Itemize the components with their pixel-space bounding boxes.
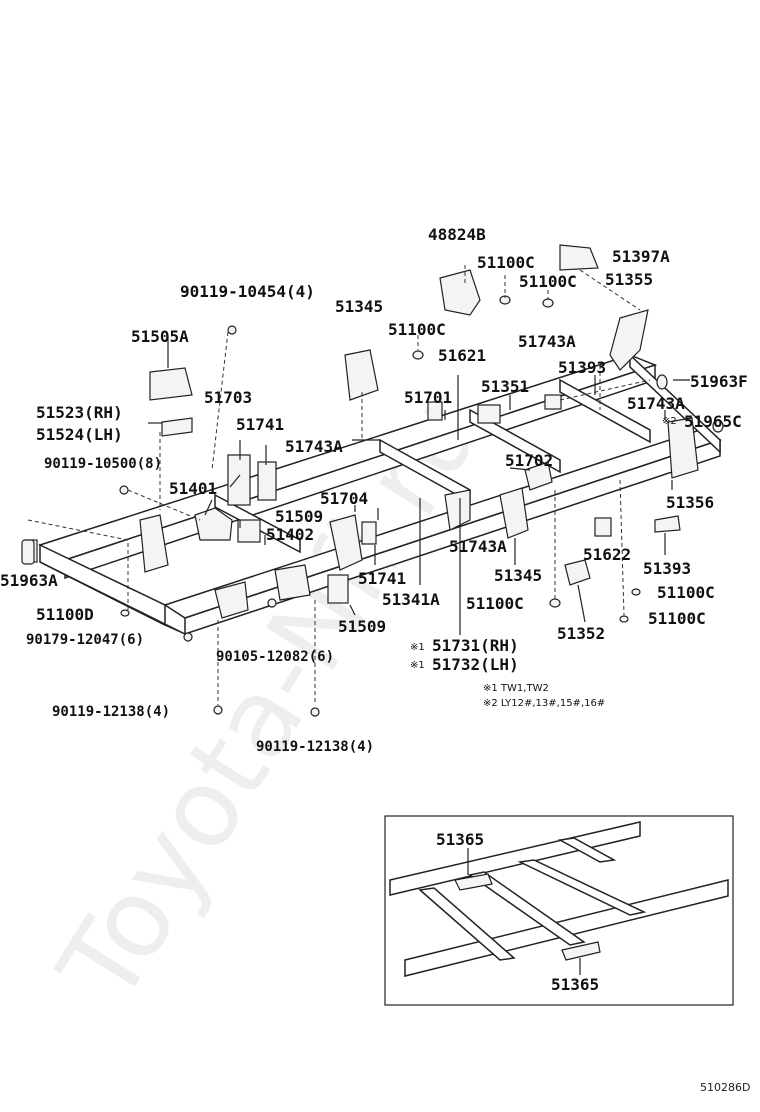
label-51356: 51356 xyxy=(666,493,714,512)
label-51100C-b: 51100C xyxy=(519,272,577,291)
label-51393-top: 51393 xyxy=(558,358,606,377)
label-48824B: 48824B xyxy=(428,225,486,244)
inset-detail: 51365 51365 xyxy=(384,815,734,1006)
label-51509-b: 51509 xyxy=(338,617,386,636)
label-51100C-a: 51100C xyxy=(477,253,535,272)
label-51963F: 51963F xyxy=(690,372,748,391)
label-51355: 51355 xyxy=(605,270,653,289)
label-90119-12138-a: 90119-12138(4) xyxy=(52,704,170,720)
frame-brackets xyxy=(21,244,724,717)
label-51345-top: 51345 xyxy=(335,297,383,316)
label-51402: 51402 xyxy=(266,525,314,544)
label-51509-a: 51509 xyxy=(275,507,323,526)
footnote-2: ※2 LY12#,13#,15#,16# xyxy=(483,698,605,709)
label-51365-b: 51365 xyxy=(551,975,599,994)
footnote-1: ※1 TW1,TW2 xyxy=(483,683,549,694)
label-90119-10500: 90119-10500(8) xyxy=(44,456,162,472)
label-90179-12047: 90179-12047(6) xyxy=(26,632,144,648)
label-51622: 51622 xyxy=(583,545,631,564)
label-51100C-c: 51100C xyxy=(388,320,446,339)
label-51524-lh: 51524(LH) xyxy=(36,425,123,444)
label-90119-10454: 90119-10454(4) xyxy=(180,282,315,301)
label-51397A: 51397A xyxy=(612,247,670,266)
label-51703: 51703 xyxy=(204,388,252,407)
leader-lines xyxy=(27,265,690,705)
label-51100C-e: 51100C xyxy=(466,594,524,613)
label-51701: 51701 xyxy=(404,388,452,407)
label-51965C: 51965C xyxy=(684,412,742,431)
label-51732-lh: 51732(LH) xyxy=(432,655,519,674)
label-51731-rh: 51731(RH) xyxy=(432,636,519,655)
label-51401: 51401 xyxy=(169,479,217,498)
label-51352: 51352 xyxy=(557,624,605,643)
diagram-code: 510286D xyxy=(700,1081,750,1094)
label-90105-12082: 90105-12082(6) xyxy=(216,649,334,665)
part-labels: 48824B 51100C 51397A 51100C 51355 90119-… xyxy=(0,225,748,755)
label-51702: 51702 xyxy=(505,451,553,470)
marker-1-a: ※1 xyxy=(410,642,425,653)
label-51365-a: 51365 xyxy=(436,830,484,849)
label-90119-12138-b: 90119-12138(4) xyxy=(256,739,374,755)
label-51345-b: 51345 xyxy=(494,566,542,585)
label-51743A-a: 51743A xyxy=(518,332,576,351)
label-51341A: 51341A xyxy=(382,590,440,609)
label-51741-b: 51741 xyxy=(358,569,406,588)
label-51505A: 51505A xyxy=(131,327,189,346)
label-51963A: 51963A xyxy=(0,571,58,590)
label-51621: 51621 xyxy=(438,346,486,365)
label-51743A-c: 51743A xyxy=(285,437,343,456)
label-51523-rh: 51523(RH) xyxy=(36,403,123,422)
label-51743A-b: 51743A xyxy=(627,394,685,413)
label-51741-a: 51741 xyxy=(236,415,284,434)
label-51351: 51351 xyxy=(481,377,529,396)
label-51393-b: 51393 xyxy=(643,559,691,578)
label-51100C-f: 51100C xyxy=(648,609,706,628)
marker-2: ※2 xyxy=(662,416,677,427)
marker-1-b: ※1 xyxy=(410,660,425,671)
label-51704: 51704 xyxy=(320,489,368,508)
label-51100C-d: 51100C xyxy=(657,583,715,602)
label-51100D: 51100D xyxy=(36,605,94,624)
label-51743A-d: 51743A xyxy=(449,537,507,556)
